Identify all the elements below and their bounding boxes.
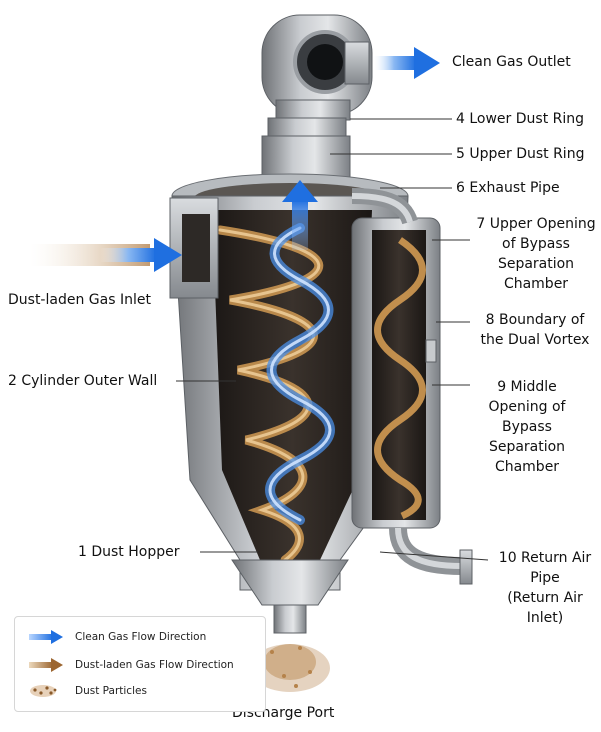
dust-laden-inlet-arrow [30,238,182,272]
label-upper-opening-line: Separation [472,254,600,274]
legend-label-dust-gas: Dust-laden Gas Flow Direction [75,659,234,671]
label-cylinder-outer-wall: 2 Cylinder Outer Wall [8,371,157,391]
legend-label-clean-gas: Clean Gas Flow Direction [75,631,206,643]
label-middle-opening-line: Chamber [472,457,582,477]
label-middle-opening-line: 9 Middle [472,377,582,397]
label-exhaust-pipe: 6 Exhaust Pipe [456,178,560,198]
label-return-air-line: (Return Air [490,588,600,608]
label-return-air-line: Pipe [490,568,600,588]
label-clean-gas-outlet: Clean Gas Outlet [452,52,571,72]
label-boundary-line: 8 Boundary of [470,310,600,330]
label-upper-opening: 7 Upper Opening of Bypass Separation Cha… [472,214,600,294]
legend-item-dust-gas: Dust-laden Gas Flow Direction [29,655,234,675]
blue-arrow-icon [29,630,63,644]
bypass-separation-chamber [352,218,440,528]
label-dust-laden-gas-inlet: Dust-laden Gas Inlet [8,290,151,310]
label-boundary-dual-vortex: 8 Boundary of the Dual Vortex [470,310,600,350]
legend-item-clean-gas: Clean Gas Flow Direction [29,627,206,647]
dust-particles-icon [29,684,63,698]
label-upper-opening-line: 7 Upper Opening [472,214,600,234]
legend: Clean Gas Flow Direction Dust-laden Gas … [14,616,266,712]
legend-label-particles: Dust Particles [75,685,147,697]
label-dust-hopper: 1 Dust Hopper [78,542,179,562]
gas-inlet-duct [170,198,218,298]
label-middle-opening-line: Opening of [472,397,582,417]
label-boundary-line: the Dual Vortex [470,330,600,350]
label-return-air-line: Inlet) [490,608,600,628]
label-lower-dust-ring: 4 Lower Dust Ring [456,109,584,129]
gold-arrow-icon [29,658,63,672]
legend-item-particles: Dust Particles [29,681,147,701]
label-upper-opening-line: of Bypass [472,234,600,254]
label-middle-opening-line: Bypass [472,417,582,437]
label-return-air-pipe: 10 Return Air Pipe (Return Air Inlet) [490,548,600,628]
label-upper-dust-ring: 5 Upper Dust Ring [456,144,584,164]
label-middle-opening-line: Separation [472,437,582,457]
blower-housing [262,15,372,120]
clean-gas-outlet-arrow [372,47,440,79]
label-middle-opening: 9 Middle Opening of Bypass Separation Ch… [472,377,582,477]
label-upper-opening-line: Chamber [472,274,600,294]
label-return-air-line: 10 Return Air [490,548,600,568]
